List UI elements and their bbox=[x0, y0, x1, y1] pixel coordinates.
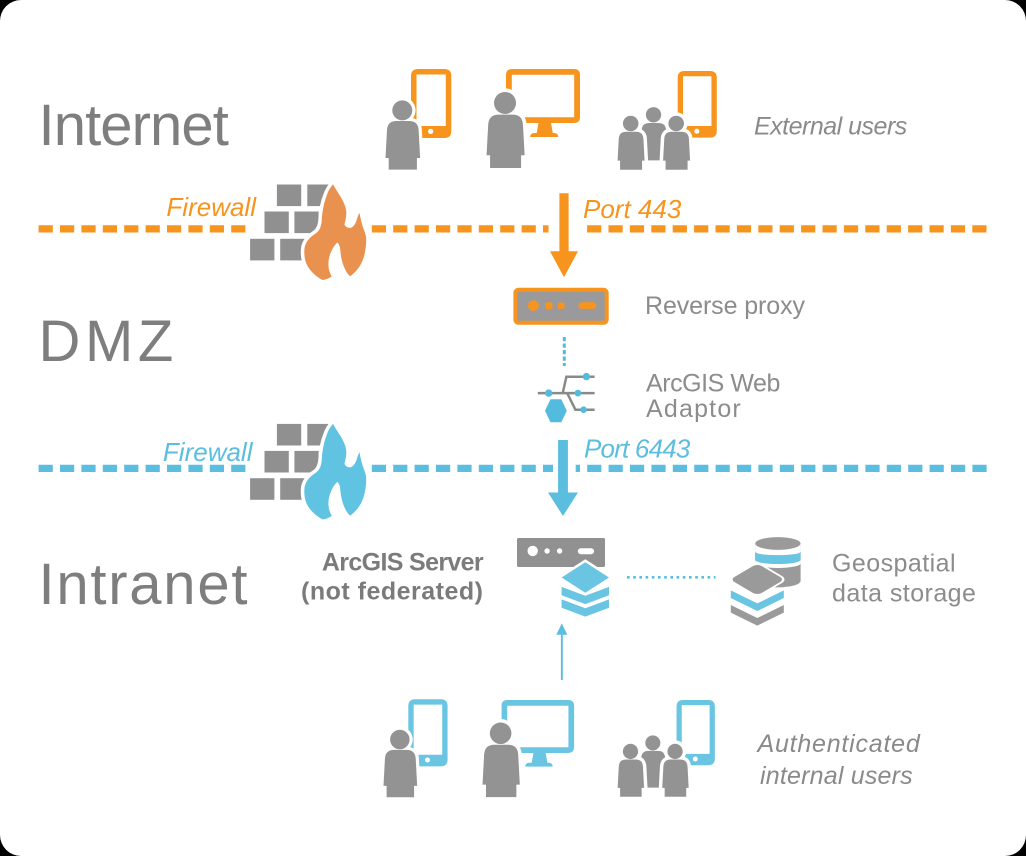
svg-text:Intranet: Intranet bbox=[39, 552, 250, 617]
svg-text:External users: External users bbox=[754, 113, 907, 141]
svg-text:data storage: data storage bbox=[832, 580, 976, 608]
svg-text:Firewall: Firewall bbox=[166, 192, 257, 222]
svg-text:(not federated): (not federated) bbox=[301, 578, 484, 606]
svg-text:Geospatial: Geospatial bbox=[832, 550, 956, 578]
svg-text:Port 443: Port 443 bbox=[583, 194, 682, 224]
svg-text:Reverse proxy: Reverse proxy bbox=[645, 292, 805, 320]
svg-text:internal users: internal users bbox=[760, 762, 913, 790]
svg-text:DMZ: DMZ bbox=[39, 309, 178, 374]
svg-text:Port 6443: Port 6443 bbox=[584, 434, 691, 464]
svg-text:Authenticated: Authenticated bbox=[756, 730, 921, 758]
svg-text:ArcGIS Server: ArcGIS Server bbox=[322, 549, 484, 577]
svg-text:Firewall: Firewall bbox=[163, 437, 254, 467]
svg-text:Internet: Internet bbox=[39, 93, 229, 158]
svg-text:Adaptor: Adaptor bbox=[646, 395, 742, 423]
svg-text:ArcGIS Web: ArcGIS Web bbox=[646, 370, 780, 398]
